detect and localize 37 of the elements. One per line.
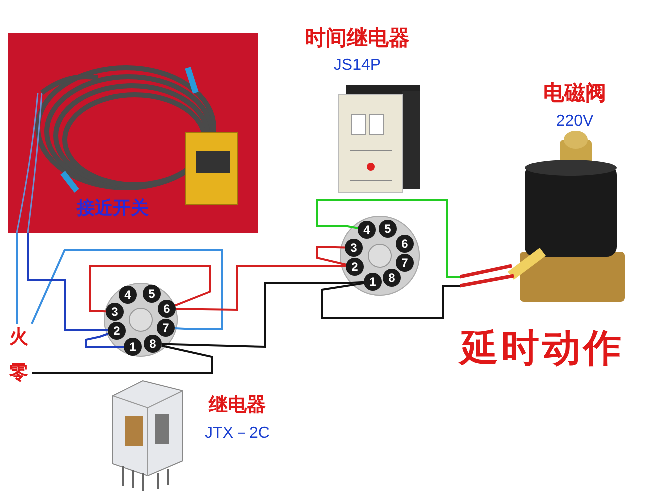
model-label: JS14P [332, 57, 382, 75]
pin-terminal: 8 [144, 335, 162, 353]
wire [31, 249, 223, 330]
wire [176, 265, 346, 312]
pin-terminal: 6 [396, 235, 414, 253]
wire [162, 281, 364, 348]
pin-terminal: 1 [364, 273, 382, 291]
pin-terminal: 7 [396, 254, 414, 272]
pin-terminal: 6 [158, 300, 176, 318]
pin-terminal: 8 [383, 269, 401, 287]
device-title: 继电器 [208, 395, 267, 416]
pin-terminal: 3 [345, 239, 363, 257]
pin-terminal: 2 [108, 322, 126, 340]
voltage-label: 220V [555, 113, 595, 131]
pin-terminal: 7 [157, 319, 175, 337]
wire-label: 零 [8, 361, 30, 386]
wire [321, 282, 460, 319]
wire-label: 火 [8, 325, 30, 350]
model-label: JTX－2C [204, 425, 271, 443]
wire [27, 233, 108, 332]
wire [16, 233, 18, 324]
pin-terminal: 5 [379, 220, 397, 238]
wire [316, 199, 460, 278]
wire [32, 344, 213, 374]
device-title: 时间继电器 [304, 27, 411, 50]
pin-terminal: 4 [119, 286, 137, 304]
wire [89, 265, 211, 313]
pin-terminal: 3 [106, 303, 124, 321]
pin-terminal: 1 [124, 338, 142, 356]
wire [316, 246, 346, 266]
pin-terminal: 5 [143, 285, 161, 303]
note-text: 延时动作 [458, 328, 626, 370]
device-title: 电磁阀 [542, 82, 608, 106]
wire [85, 333, 124, 348]
sensor-caption: 接近开关 [76, 199, 150, 219]
pin-terminal: 4 [358, 221, 376, 239]
pin-terminal: 2 [346, 258, 364, 276]
